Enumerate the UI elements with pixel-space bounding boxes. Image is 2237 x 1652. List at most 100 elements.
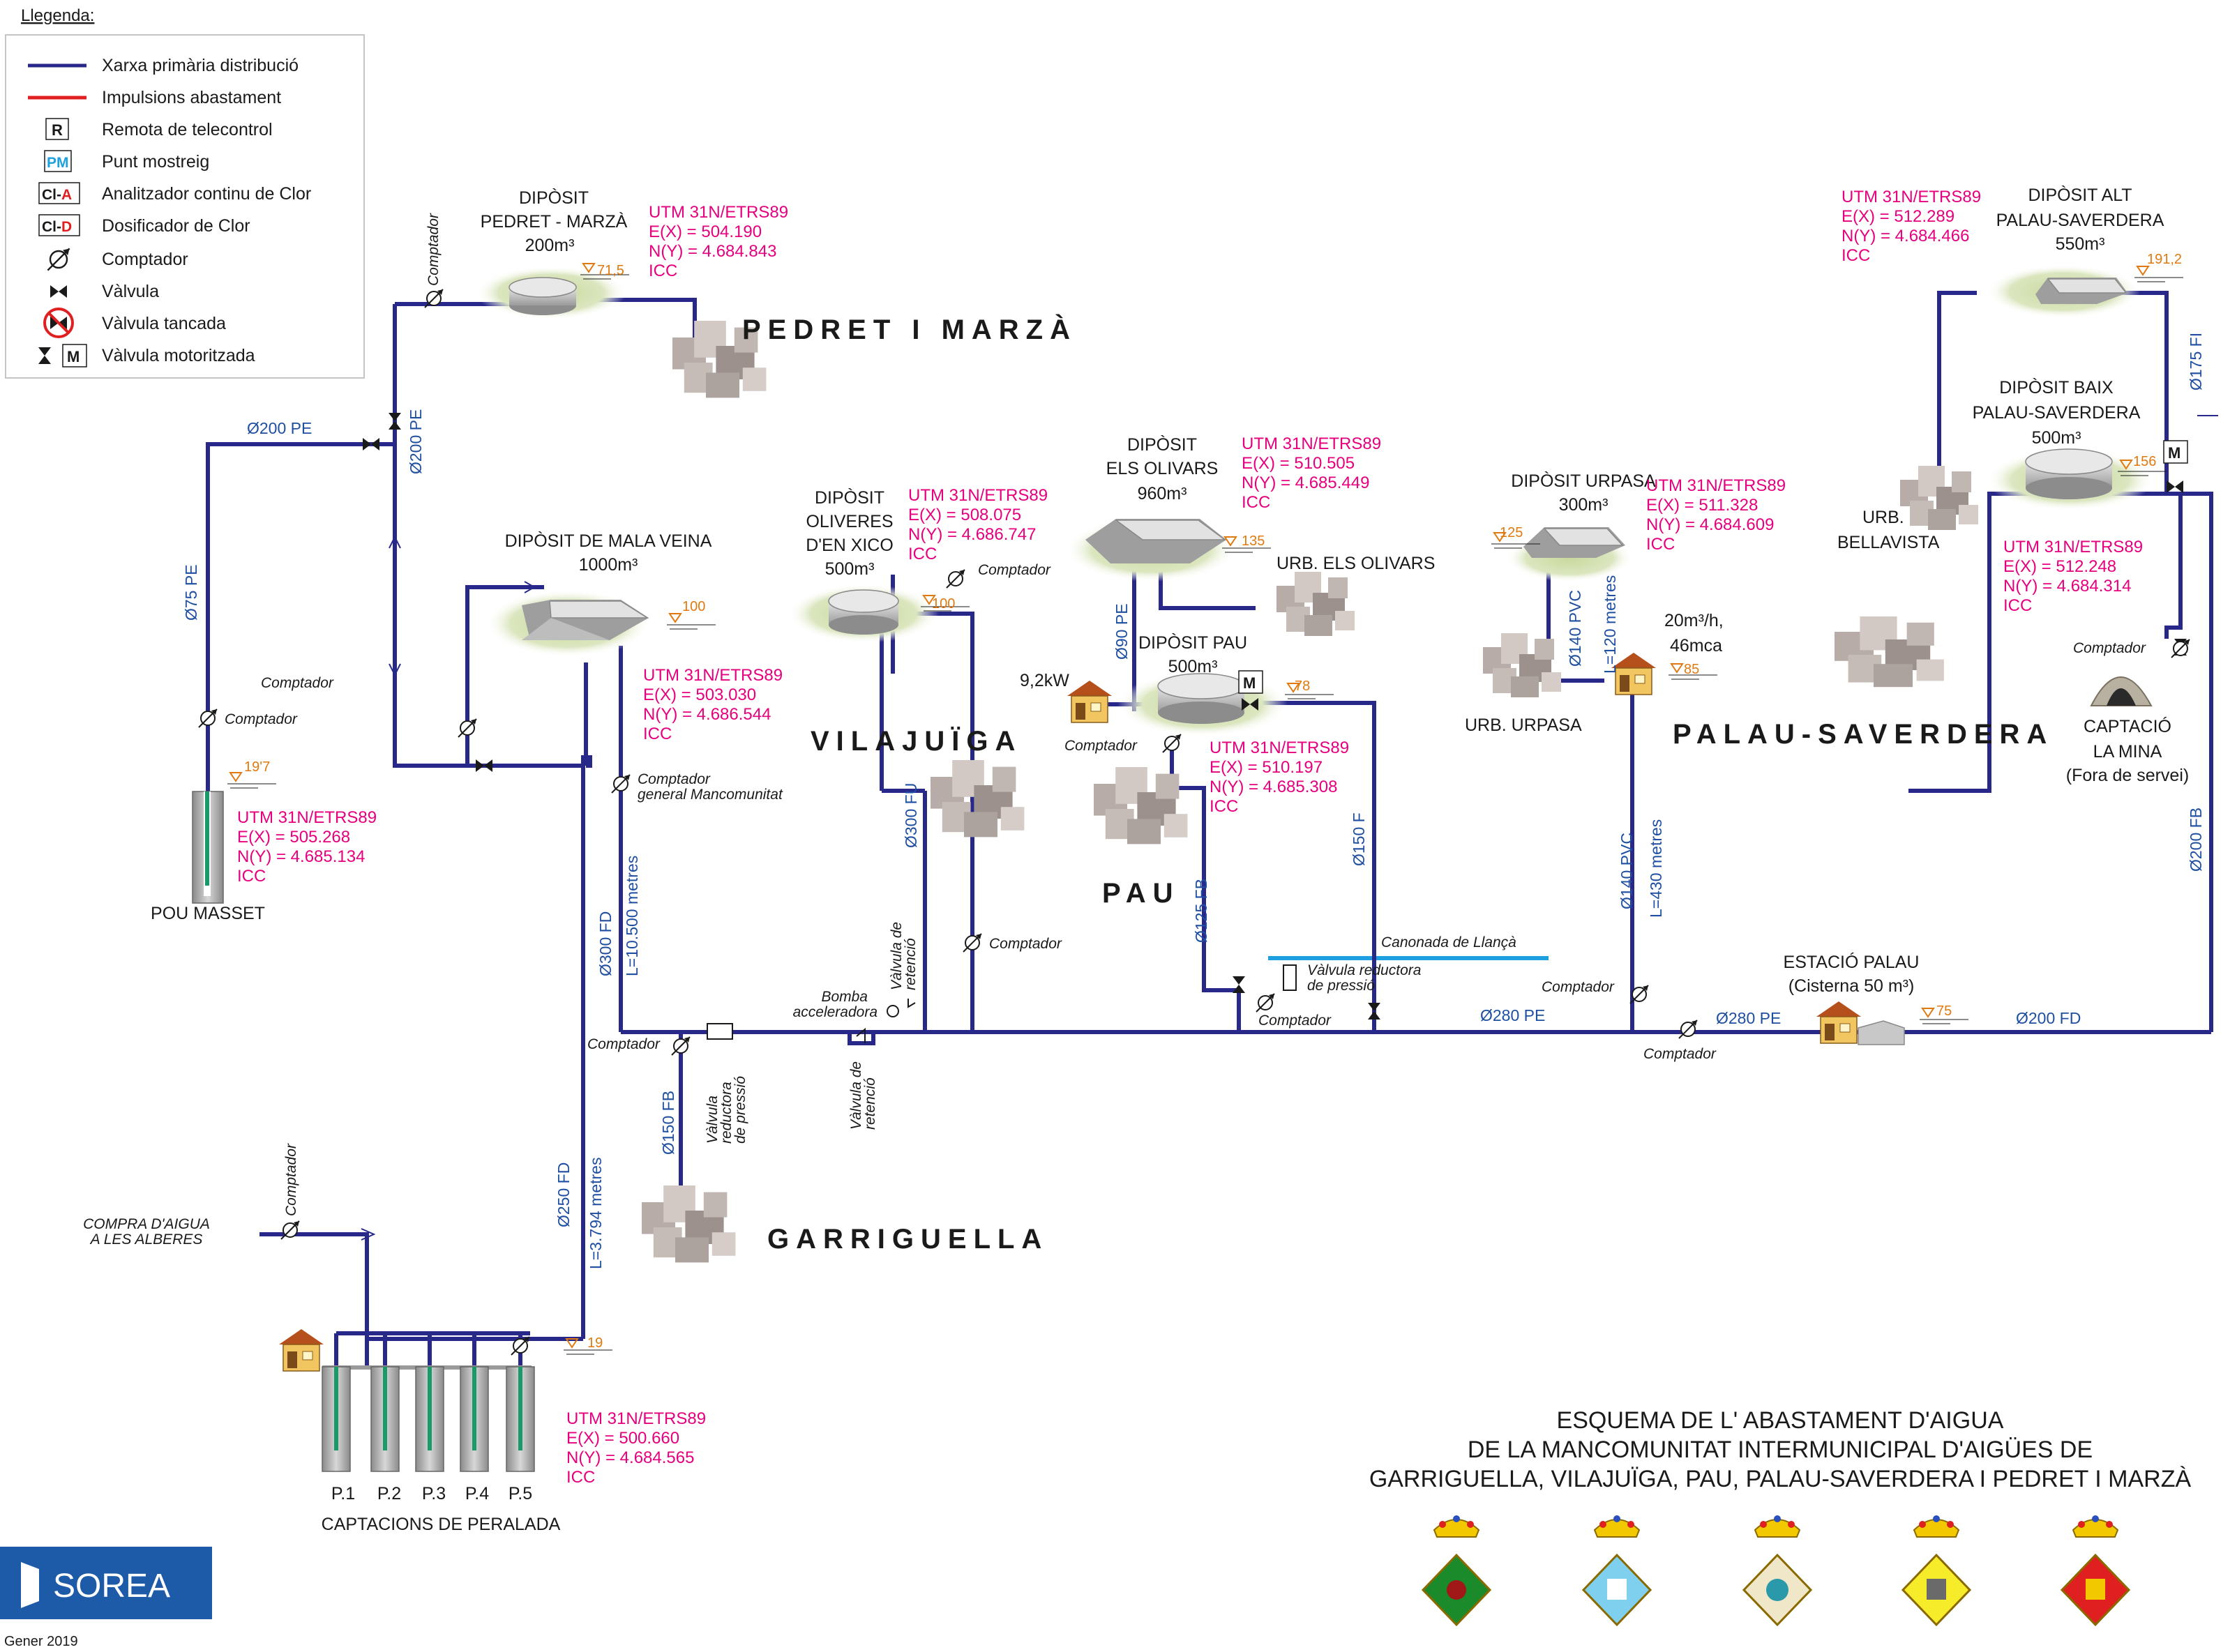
svg-text:UTM 31N/ETRS89: UTM 31N/ETRS89: [1242, 434, 1381, 453]
meter-label-garriguella: Comptador: [587, 1036, 661, 1052]
well-label-p1: P.1: [331, 1484, 355, 1503]
town-block-garriguella: [642, 1185, 736, 1263]
svg-text:M: M: [2168, 444, 2180, 462]
tank-urpasa-label-2: 300m³: [1559, 495, 1609, 515]
coords-palau-alt: UTM 31N/ETRS89 E(X) = 512.289 N(Y) = 4.6…: [1841, 188, 1981, 265]
tank-palau-alt-label-1: DIPÒSIT ALT: [2028, 185, 2132, 205]
town-garriguella: GARRIGUELLA: [767, 1224, 1048, 1255]
estacio-palau-label-2: (Cisterna 50 m³): [1788, 976, 1915, 996]
tank-pau: M: [1117, 670, 1334, 736]
crest-pedret: [2060, 1515, 2131, 1627]
legend-chlorine-analyzer-symbol: Cl-A: [38, 182, 80, 204]
captacions-label: CAPTACIONS DE PERALADA: [322, 1515, 561, 1534]
svg-text:N(Y) = 4.684.314: N(Y) = 4.684.314: [2003, 577, 2131, 596]
well-label-p3: P.3: [422, 1484, 446, 1503]
pipe-label-175fi: Ø175 FI: [2187, 333, 2205, 391]
svg-text:ICC: ICC: [1210, 797, 1238, 816]
pipe-label-75pe: Ø75 PE: [182, 564, 200, 621]
town-vilajuiga: VILAJUÏGA: [811, 726, 1022, 757]
svg-text:UTM 31N/ETRS89: UTM 31N/ETRS89: [237, 808, 377, 827]
tank-olivars: [1066, 517, 1272, 582]
tank-pedret-label-1: DIPÒSIT: [519, 188, 589, 208]
town-block-olivars: [1276, 572, 1355, 636]
pau-pump-power: 9,2kW: [1020, 671, 1069, 690]
coords-palau-baix: UTM 31N/ETRS89 E(X) = 512.248 N(Y) = 4.6…: [2003, 538, 2143, 615]
palau-motor-valve-icon: [2167, 480, 2183, 493]
svg-text:E(X) = 510.197: E(X) = 510.197: [1210, 758, 1323, 777]
svg-text:N(Y) = 4.685.449: N(Y) = 4.685.449: [1242, 473, 1369, 492]
pou-masset-label: POU MASSET: [151, 904, 265, 923]
check-valve-label-2b: retenció: [862, 1077, 878, 1130]
pipe-label-90pe: Ø90 PE: [1113, 603, 1131, 660]
meter-general-label-1: Comptador: [638, 771, 711, 787]
tank-palau-baix-label-2: PALAU-SAVERDERA: [1973, 403, 2141, 423]
crest-palau-saverdera: [1901, 1515, 1972, 1627]
meter-label-mina: Comptador: [2073, 640, 2146, 656]
svg-text:E(X) = 508.075: E(X) = 508.075: [908, 506, 1021, 524]
tank-palau-baix-label-1: DIPÒSIT BAIX: [1999, 377, 2114, 397]
annotations: Comptador Comptador Comptador Comptador …: [83, 213, 2189, 1534]
meter-label-mala-veina-top: Comptador: [261, 675, 334, 691]
svg-text:E(X) = 512.248: E(X) = 512.248: [2003, 557, 2116, 576]
tank-mala-veina-level: 100: [682, 599, 705, 614]
svg-text:UTM 31N/ETRS89: UTM 31N/ETRS89: [2003, 538, 2143, 556]
tank-palau-alt-label-2: PALAU-SAVERDERA: [1996, 211, 2164, 230]
town-pau: PAU: [1102, 878, 1180, 909]
legend-label-chlorine-dosing: Dosificador de Clor: [102, 216, 250, 236]
pipe-labels: Ø200 PE Ø200 PE Ø75 PE Ø300 FD L=10.500 …: [182, 333, 2205, 1269]
tank-palau-alt-level: 191,2: [2147, 252, 2182, 267]
legend-label-chlorine-analyzer: Analitzador continu de Clor: [102, 184, 311, 204]
pipe-label-125fb: Ø125 FB: [1192, 879, 1210, 943]
equipment-symbols: [707, 415, 2218, 1043]
flow-arrows: [361, 535, 536, 1241]
crest-vilajuiga: [1581, 1515, 1652, 1627]
pipe-label-280pe-b: Ø280 PE: [1716, 1009, 1781, 1027]
meter-label-pau-tank: Comptador: [1064, 738, 1138, 754]
pipe-label-250fd-length: L=3.794 metres: [587, 1158, 605, 1269]
urb-olivars-label: URB. ELS OLIVARS: [1276, 554, 1435, 573]
diagram-title: ESQUEMA DE L' ABASTAMENT D'AIGUA DE LA M…: [1369, 1407, 2192, 1492]
pipe-label-200fb: Ø200 FB: [2187, 808, 2205, 872]
prv-label-1c: de pressió: [732, 1076, 748, 1144]
tank-oliveres-label-4: 500m³: [825, 559, 875, 579]
svg-text:ICC: ICC: [1646, 535, 1675, 554]
coords-mala-veina: UTM 31N/ETRS89 E(X) = 503.030 N(Y) = 4.6…: [643, 666, 783, 743]
tank-urpasa-level: 125: [1500, 525, 1523, 540]
meter-label-urpasa: Comptador: [1542, 979, 1615, 995]
well-label-p5: P.5: [509, 1484, 532, 1503]
svg-text:E(X) = 511.328: E(X) = 511.328: [1646, 496, 1758, 515]
tank-olivars-label-1: DIPÒSIT: [1127, 434, 1197, 455]
urpasa-pump-head: 46mca: [1670, 636, 1722, 656]
town-block-pau: [1094, 767, 1188, 844]
coords-peralada: UTM 31N/ETRS89 E(X) = 500.660 N(Y) = 4.6…: [566, 1409, 706, 1487]
pipe-label-200pe-a: Ø200 PE: [247, 419, 312, 437]
legend-label-remote: Remota de telecontrol: [102, 120, 273, 139]
tank-urpasa-label-1: DIPÒSIT URPASA: [1511, 471, 1656, 491]
pump-house-peralada: [278, 1328, 324, 1372]
estacio-palau-level: 75: [1936, 1003, 1952, 1019]
meter-label-pou: Comptador: [225, 711, 298, 727]
svg-text:M: M: [1243, 674, 1256, 692]
svg-text:ICC: ICC: [643, 725, 672, 743]
pipe-label-300fd: Ø300 FD: [596, 911, 615, 976]
tank-mala-veina-label-1: DIPÒSIT DE MALA VEINA: [505, 531, 712, 551]
pump-label-2: acceleradora: [793, 1004, 878, 1020]
meter-label-compra: Comptador: [283, 1143, 299, 1216]
svg-text:E(X) = 505.268: E(X) = 505.268: [237, 828, 350, 847]
svg-text:ICC: ICC: [566, 1468, 595, 1487]
tank-palau-baix-label-3: 500m³: [2032, 428, 2081, 448]
tank-pau-label-1: DIPÒSIT PAU: [1138, 632, 1247, 653]
svg-text:N(Y) = 4.684.609: N(Y) = 4.684.609: [1646, 515, 1774, 534]
estacio-palau: [1816, 1001, 1969, 1045]
crest-garriguella: [1421, 1515, 1492, 1627]
tank-oliveres: [788, 584, 970, 643]
tank-pedret-label-2: PEDRET - MARZÀ: [481, 211, 628, 232]
tank-oliveres-label-2: OLIVERES: [806, 512, 893, 531]
sorea-logo-icon: [21, 1562, 39, 1608]
well-label-p2: P.2: [377, 1484, 401, 1503]
coords-oliveres: UTM 31N/ETRS89 E(X) = 508.075 N(Y) = 4.6…: [908, 486, 1048, 563]
town-block-bellavista: [1900, 466, 1978, 530]
tank-olivars-label-2: ELS OLIVARS: [1106, 459, 1219, 478]
pipe-label-280pe-a: Ø280 PE: [1480, 1006, 1545, 1024]
meter-general-label-2: general Mancomunitat: [638, 787, 783, 803]
